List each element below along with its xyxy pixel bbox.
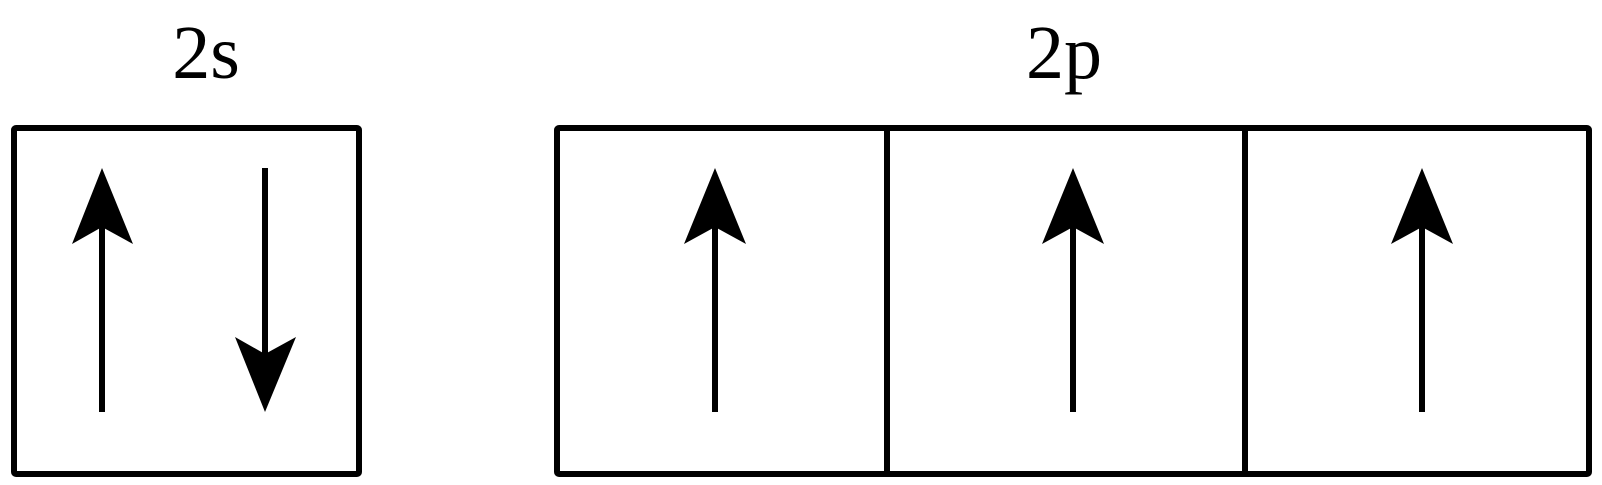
electron-up-arrow <box>72 168 133 412</box>
box-outline-2p <box>554 125 1592 477</box>
box-outline-2s <box>11 125 362 477</box>
orbital-label-2s: 2s <box>172 11 240 95</box>
orbital-box-2p <box>554 125 1592 477</box>
orbital-label-2p: 2p <box>1026 11 1102 95</box>
electron-up-arrow <box>684 168 746 412</box>
orbital-box-2s <box>11 125 362 477</box>
electron-down-arrow <box>235 168 296 412</box>
electron-up-arrow <box>1042 168 1104 412</box>
electron-up-arrow <box>1391 168 1453 412</box>
